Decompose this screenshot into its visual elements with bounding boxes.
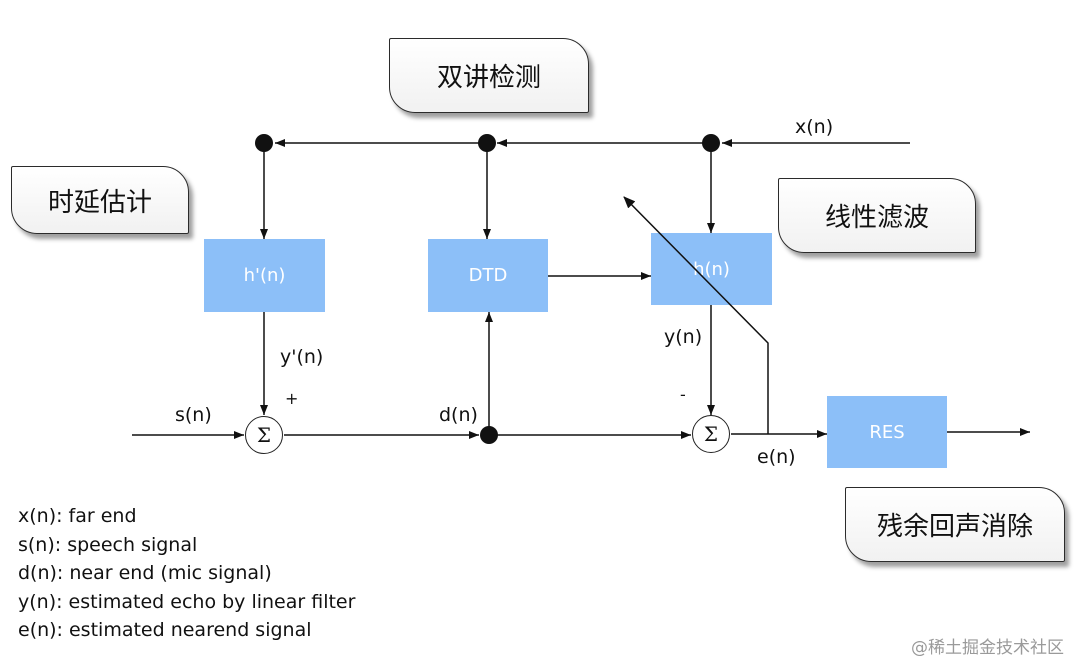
residual-echo-callout: 残余回声消除	[845, 487, 1065, 562]
watermark: @稀土掘金技术社区	[911, 638, 1064, 658]
plus-sign: +	[285, 389, 299, 408]
junction-dot	[480, 426, 498, 444]
double-talk-label: 双讲检测	[436, 63, 541, 93]
res-label: RES	[869, 421, 905, 443]
e-signal-label: e(n)	[757, 446, 796, 468]
junction-dot	[255, 134, 273, 152]
res-block: RES	[827, 396, 947, 468]
y-prime-signal-label: y'(n)	[280, 346, 324, 368]
h-label: h(n)	[693, 258, 730, 280]
junction-dot	[702, 134, 720, 152]
dtd-block: DTD	[428, 239, 548, 312]
sum-node-1: Σ	[245, 416, 283, 454]
delay-estimation-callout: 时延估计	[11, 166, 189, 234]
y-signal-label: y(n)	[664, 326, 703, 348]
sum-symbol: Σ	[256, 423, 272, 447]
legend-item: d(n): near end (mic signal)	[18, 562, 272, 585]
dtd-label: DTD	[468, 265, 508, 286]
s-signal-label: s(n)	[175, 404, 212, 426]
h-prime-block: h'(n)	[204, 239, 325, 312]
linear-filter-callout: 线性滤波	[778, 178, 976, 253]
linear-filter-label: 线性滤波	[824, 203, 929, 233]
sum-node-2: Σ	[692, 415, 730, 453]
legend-item: x(n): far end	[18, 505, 137, 527]
junction-dot	[478, 134, 496, 152]
legend-item: s(n): speech signal	[18, 533, 198, 556]
double-talk-callout: 双讲检测	[389, 38, 589, 113]
sum-symbol: Σ	[703, 422, 719, 446]
x-signal-label: x(n)	[795, 116, 834, 138]
delay-estimation-label: 时延估计	[47, 187, 152, 218]
legend: x(n): far end s(n): speech signal d(n): …	[18, 502, 355, 645]
d-signal-label: d(n)	[439, 404, 478, 426]
h-prime-label: h'(n)	[243, 265, 286, 286]
residual-echo-label: 残余回声消除	[876, 512, 1033, 542]
h-block: h(n)	[651, 233, 772, 305]
legend-item: e(n): estimated nearend signal	[18, 619, 312, 642]
minus-sign: -	[680, 385, 686, 404]
legend-item: y(n): estimated echo by linear filter	[18, 590, 356, 613]
